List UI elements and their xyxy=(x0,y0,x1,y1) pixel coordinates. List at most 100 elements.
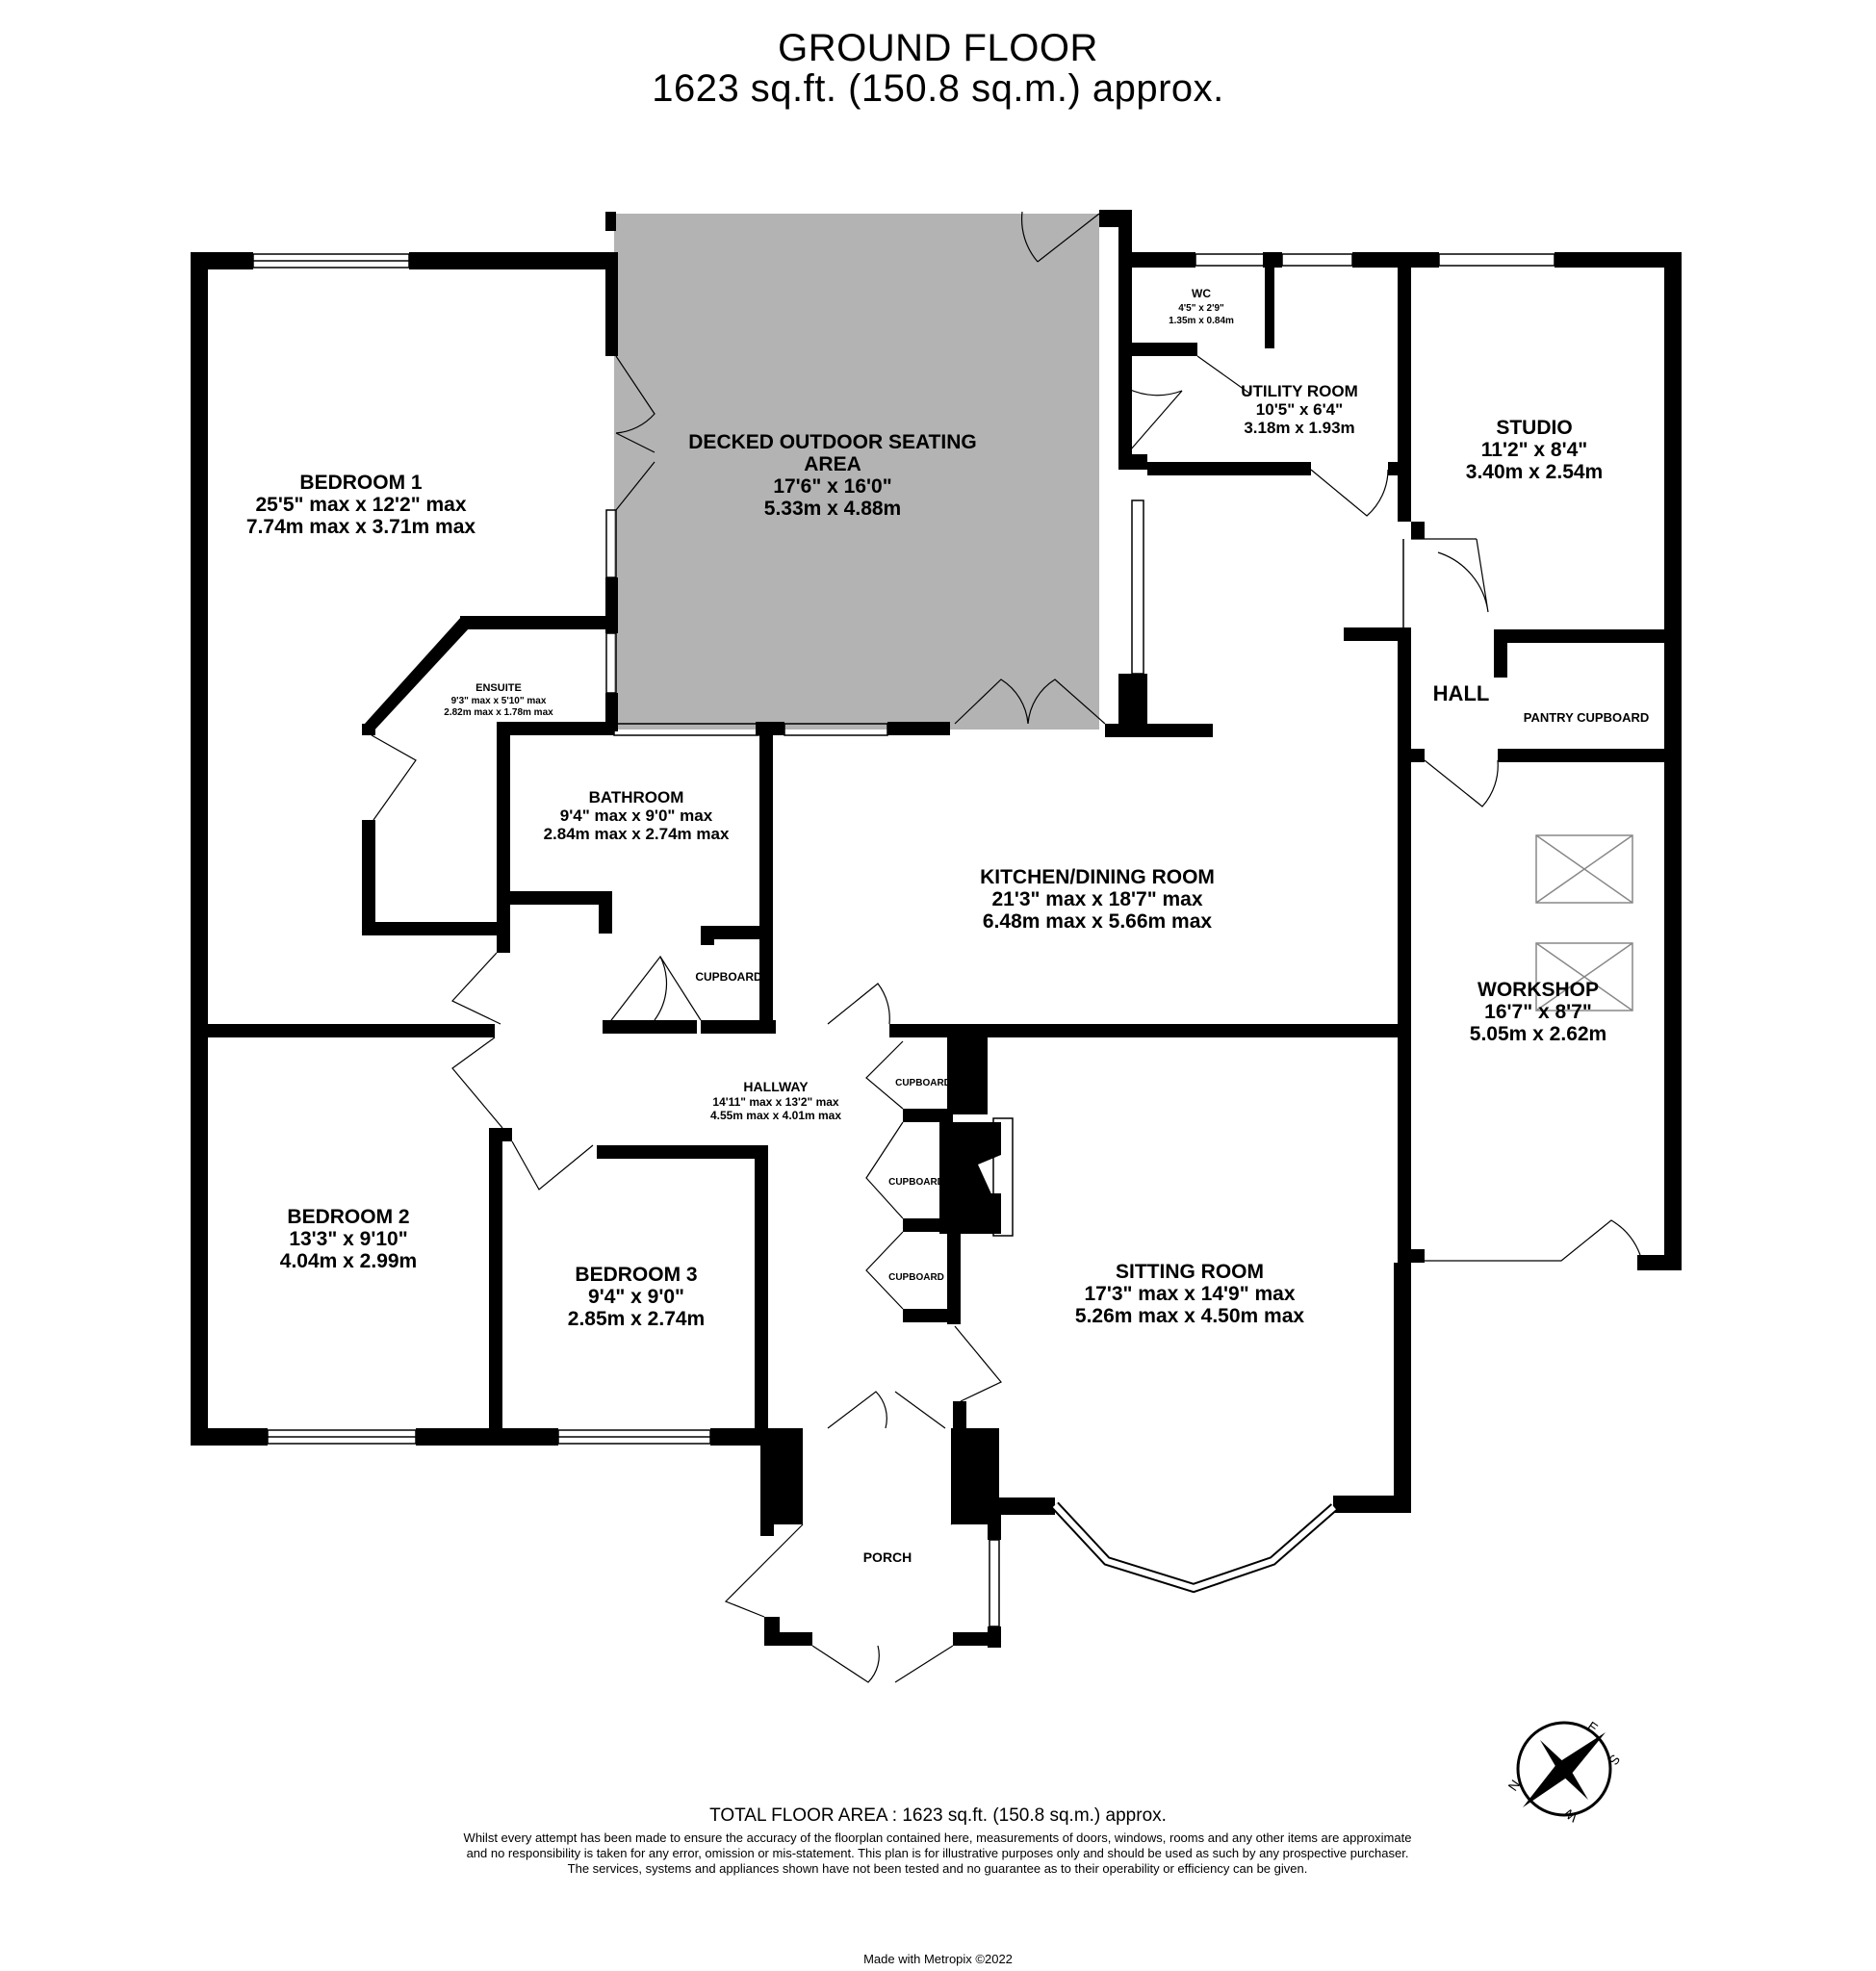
door xyxy=(894,1645,954,1683)
wall xyxy=(603,1020,697,1034)
wall xyxy=(1118,210,1132,470)
wall xyxy=(605,577,618,633)
wall xyxy=(889,1024,1401,1037)
door xyxy=(1020,211,1100,263)
wall xyxy=(903,1218,951,1232)
door xyxy=(1425,1219,1641,1262)
kitchen-dim-metric: 6.48m max x 5.66m max xyxy=(983,910,1212,933)
wall xyxy=(1555,252,1680,268)
utility-name: UTILITY ROOM xyxy=(1241,382,1358,400)
wall xyxy=(409,252,614,269)
window xyxy=(1195,253,1266,267)
door xyxy=(954,1325,1002,1402)
windows xyxy=(252,253,1633,1627)
wall xyxy=(701,926,714,945)
sitting-dim-imperial: 17'3" max x 14'9" max xyxy=(1084,1283,1295,1305)
wall xyxy=(1105,724,1124,737)
door xyxy=(607,955,668,1025)
workshop-dim-imperial: 16'7" x 8'7" xyxy=(1484,1001,1592,1023)
kitchen-dim-imperial: 21'3" max x 18'7" max xyxy=(991,888,1202,910)
wall xyxy=(903,1109,951,1122)
compass-ring xyxy=(1516,1721,1612,1817)
door xyxy=(865,1121,904,1219)
wall xyxy=(502,891,608,905)
pantry-name: PANTRY CUPBOARD xyxy=(1524,710,1650,725)
wall xyxy=(1333,1496,1411,1513)
bathroom-dim-imperial: 9'4" max x 9'0" max xyxy=(560,806,713,825)
wall xyxy=(887,722,950,735)
decked-area-fill xyxy=(614,214,1099,730)
wall xyxy=(416,1428,558,1446)
decked-dim-imperial: 17'6" x 16'0" xyxy=(773,475,891,498)
hallway-name: HALLWAY xyxy=(743,1079,809,1094)
decked-name-2: AREA xyxy=(804,453,861,475)
window xyxy=(605,632,617,694)
workshop-dim-metric: 5.05m x 2.62m xyxy=(1470,1023,1606,1045)
wall xyxy=(1147,724,1213,737)
door xyxy=(1027,678,1106,725)
cupboard-3-name: CUPBOARD xyxy=(888,1272,944,1283)
window xyxy=(1281,253,1353,267)
door xyxy=(865,1040,904,1110)
wall xyxy=(362,724,375,735)
door xyxy=(451,1037,503,1129)
wc-name: WC xyxy=(1192,287,1211,300)
wall xyxy=(903,1309,959,1322)
wall xyxy=(1388,462,1409,475)
wall xyxy=(760,1428,774,1536)
studio-dim-metric: 3.40m x 2.54m xyxy=(1466,461,1603,483)
porch-name: PORCH xyxy=(863,1549,912,1565)
wall xyxy=(191,252,253,269)
wall xyxy=(191,252,208,1446)
wall xyxy=(1352,252,1439,268)
wall xyxy=(947,1309,961,1324)
bedroom3-name: BEDROOM 3 xyxy=(575,1264,697,1286)
wall xyxy=(605,252,618,356)
wall xyxy=(1494,629,1677,643)
ensuite-name: ENSUITE xyxy=(475,682,522,694)
floor-area: 1623 sq.ft. (150.8 sq.m.) approx. xyxy=(652,67,1224,110)
bedroom1-name: BEDROOM 1 xyxy=(299,472,423,494)
doors xyxy=(371,211,1641,1683)
door xyxy=(615,355,655,453)
wall xyxy=(710,1428,770,1446)
wall xyxy=(1394,1263,1411,1513)
studio-name: STUDIO xyxy=(1496,417,1572,439)
cupboard-1-name: CUPBOARD xyxy=(895,1078,951,1088)
door xyxy=(1127,388,1183,451)
door xyxy=(451,952,501,1025)
sitting-dim-metric: 5.26m max x 4.50m max xyxy=(1075,1305,1304,1327)
wall xyxy=(953,1632,1001,1646)
wall xyxy=(1398,252,1411,522)
wall xyxy=(988,1497,1001,1540)
wall xyxy=(1498,749,1681,762)
bedroom2-dim-metric: 4.04m x 2.99m xyxy=(280,1250,417,1272)
wall xyxy=(1128,343,1197,356)
workshop-name: WORKSHOP xyxy=(1478,979,1599,1001)
door xyxy=(1424,759,1499,807)
door xyxy=(615,461,655,511)
skylight xyxy=(1535,942,1633,1011)
window xyxy=(605,509,617,578)
wall xyxy=(460,616,608,629)
bathroom-name: BATHROOM xyxy=(589,788,684,806)
wall xyxy=(953,1401,966,1430)
bedroom3-dim-imperial: 9'4" x 9'0" xyxy=(588,1286,684,1308)
door xyxy=(724,1523,804,1618)
wall xyxy=(1637,1255,1682,1270)
window xyxy=(613,723,759,736)
made-with: Made with Metropix ©2022 xyxy=(863,1952,1013,1966)
wall xyxy=(774,1428,803,1524)
bedroom2-dim-imperial: 13'3" x 9'10" xyxy=(289,1228,407,1250)
wall xyxy=(755,1145,768,1438)
floor-title: GROUND FLOOR xyxy=(778,27,1098,69)
door xyxy=(954,678,1029,725)
decked-dim-metric: 5.33m x 4.88m xyxy=(764,498,901,520)
wall xyxy=(489,1128,512,1141)
cupboard-bath-name: CUPBOARD xyxy=(695,970,762,984)
hallway-dim-metric: 4.55m max x 4.01m max xyxy=(710,1109,841,1122)
wall xyxy=(1403,1249,1425,1263)
wall xyxy=(701,1020,776,1034)
skylight xyxy=(1535,834,1633,904)
